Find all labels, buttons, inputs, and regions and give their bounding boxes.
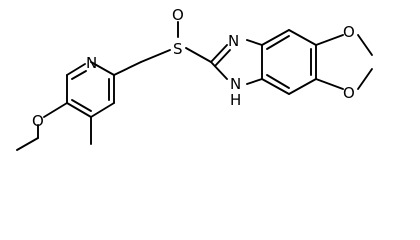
dioxole-ring <box>315 34 373 90</box>
sulfur-label: S <box>173 40 183 58</box>
bond <box>357 68 373 90</box>
dioxole-oxygen-top-label: O <box>343 23 355 41</box>
bond <box>210 44 228 63</box>
imidazole-nh-nitrogen-label: N <box>230 75 241 93</box>
bond <box>90 61 115 76</box>
bond <box>246 78 263 85</box>
dioxole-oxygen-bottom-label: O <box>343 84 355 102</box>
bond <box>16 137 39 151</box>
bond <box>71 99 92 112</box>
bond <box>66 63 86 76</box>
bond <box>315 34 344 46</box>
bond <box>185 47 212 63</box>
pyridine-nitrogen-label: N <box>86 54 97 72</box>
sulfinyl-oxygen-label: O <box>172 6 184 24</box>
bond <box>288 78 317 95</box>
methoxy-oxygen-label: O <box>32 112 44 130</box>
bond <box>288 29 317 46</box>
bond <box>261 78 290 95</box>
benzene-ring <box>261 29 317 95</box>
bond <box>266 35 290 50</box>
imidazole-hydrogen-label: H <box>230 91 241 109</box>
bond <box>66 102 92 118</box>
substituents <box>16 102 92 151</box>
bond <box>140 49 171 63</box>
bond <box>113 61 142 76</box>
bond <box>43 102 68 118</box>
pyridine-ring <box>66 61 115 118</box>
bond <box>315 78 344 90</box>
imidazole-nitrogen-label: N <box>228 32 239 50</box>
bond <box>71 70 87 80</box>
bond <box>214 49 231 67</box>
bond <box>261 29 290 46</box>
bond <box>210 61 228 80</box>
bond <box>90 102 115 118</box>
bond <box>246 39 263 46</box>
bond <box>266 74 290 89</box>
bond <box>357 34 373 56</box>
sulfinyl-linker <box>113 21 212 76</box>
atom-labels: N S O N N H O O O <box>32 6 355 130</box>
structure-diagram: N S O N N H O O O <box>16 6 373 151</box>
imidazole-ring <box>210 39 263 85</box>
